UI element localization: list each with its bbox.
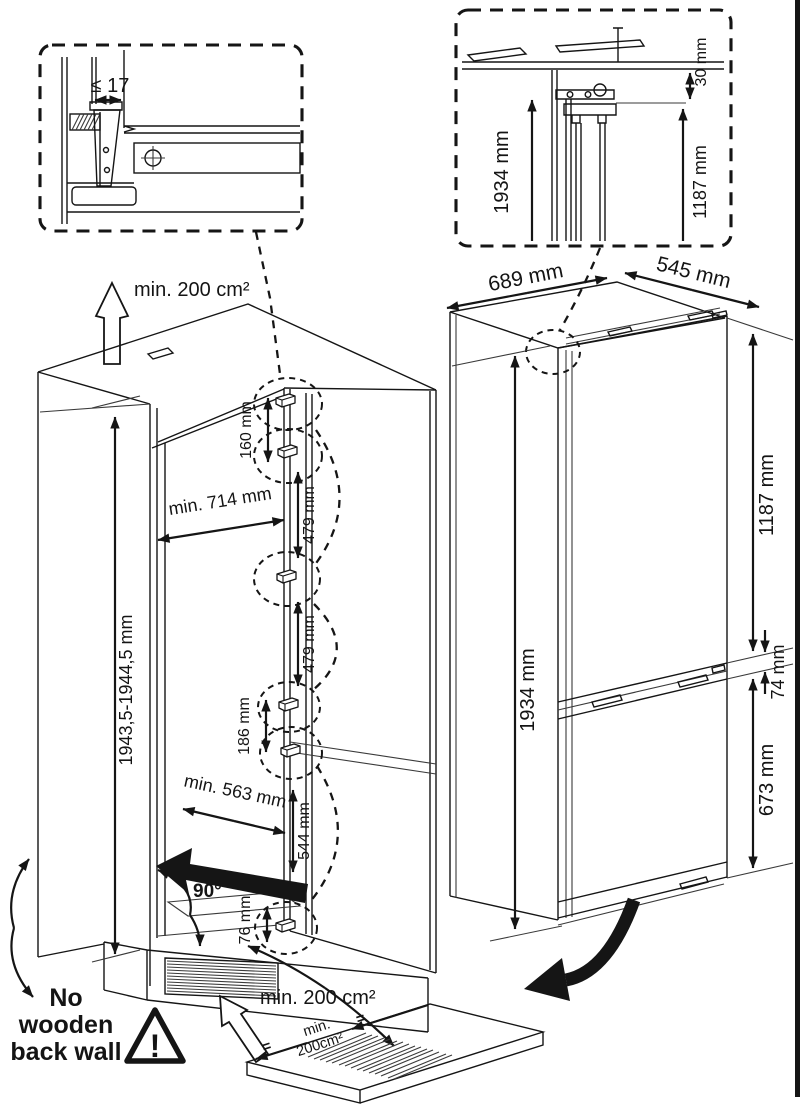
vent-bottom: min. 200 cm² xyxy=(218,944,395,1064)
dim-appliance-width: 689 mm xyxy=(446,259,608,311)
warning-exclamation: ! xyxy=(150,1028,161,1064)
niche-drawing: 1943,5-1944,5 mm min. 714 mm 160 mm 479 … xyxy=(37,303,437,1033)
total-height-label: 1934 mm xyxy=(491,130,513,213)
upper-door-label: 1187 mm xyxy=(756,454,778,536)
floor-plate-grille xyxy=(307,1032,453,1080)
dim-plate-centering: = = xyxy=(255,1003,429,1061)
top-section-drawing xyxy=(462,27,724,241)
dim-niche-height: 1943,5-1944,5 mm xyxy=(91,395,141,963)
door-angle-label: 90° xyxy=(193,881,222,902)
hinge-brackets xyxy=(253,377,341,955)
leader-to-hinge xyxy=(254,231,282,375)
dim-lower-door: 673 mm xyxy=(748,678,778,869)
dim-appliance-height: 1934 mm xyxy=(510,355,539,930)
dim-total-height-detail: 1934 mm xyxy=(491,99,537,241)
niche-height-label: 1943,5-1944,5 mm xyxy=(116,614,136,765)
vent-plinth-label: min. 200 cm² xyxy=(260,987,376,1009)
dim-hinge-spacing-5: 544 mm xyxy=(288,789,313,873)
dim-hinge-spacing-3: 479 mm xyxy=(293,601,318,687)
dim-niche-width: min. 714 mm xyxy=(157,483,285,543)
dim-top-clearance: 30 mm xyxy=(685,38,710,100)
hinge-spacing-4-label: 186 mm xyxy=(236,697,253,755)
dim-door-clearance: min. 563 mm xyxy=(182,771,288,835)
detail-box-top-section: 30 mm 1934 mm 1187 mm xyxy=(454,8,733,331)
niche-width-label: min. 714 mm xyxy=(167,483,273,519)
appliance-depth-label: 545 mm xyxy=(654,252,733,293)
door-swing-arrow-icon xyxy=(156,848,308,903)
appliance-drawing: 689 mm 545 mm 1934 mm 1187 mm 74 mm 673 … xyxy=(446,252,794,1001)
detail-box-side-section: ≤ 17 xyxy=(38,43,304,375)
plinth-vent-grille xyxy=(164,957,279,1000)
side-clearance-label: ≤ 17 xyxy=(91,75,130,97)
dim-appliance-depth: 545 mm xyxy=(624,252,760,309)
upper-height-label: 1187 mm xyxy=(690,145,710,219)
hinge-spacing-2-label: 479 mm xyxy=(301,486,318,544)
top-clearance-label: 30 mm xyxy=(693,38,710,87)
rail-gap-label: 74 mm xyxy=(768,644,788,699)
dim-upper-height-detail: 1187 mm xyxy=(678,108,710,241)
warning-line-2: wooden xyxy=(18,1011,113,1039)
warning-line-1: No xyxy=(49,984,82,1012)
dim-side-clearance: ≤ 17 xyxy=(91,75,130,105)
dim-hinge-spacing-6: 76 mm xyxy=(237,896,272,945)
warning-triangle-icon xyxy=(124,1007,186,1064)
dim-upper-door: 1187 mm xyxy=(748,333,778,652)
dim-hinge-spacing-2: 479 mm xyxy=(293,471,318,559)
warning-note: No wooden back wall ! xyxy=(10,858,186,1066)
hinge-spacing-5-label: 544 mm xyxy=(296,802,313,860)
appliance-height-label: 1934 mm xyxy=(517,648,539,731)
hinge-spacing-1-label: 160 mm xyxy=(238,401,255,459)
page-edge-strip xyxy=(795,0,800,1097)
floor-plate-drawing: = = min. 200cm² xyxy=(244,1003,546,1104)
door-clearance-label: min. 563 mm xyxy=(182,771,288,812)
hinge-spacing-6-label: 76 mm xyxy=(237,896,254,945)
hinge-spacing-3-label: 479 mm xyxy=(301,615,318,673)
leader-to-fridge-top xyxy=(559,247,602,331)
appliance-width-label: 689 mm xyxy=(486,259,565,296)
vent-top: min. 200 cm² xyxy=(94,279,250,365)
warning-line-3: back wall xyxy=(10,1038,121,1066)
airflow-up-arrow-icon xyxy=(94,280,130,365)
vent-top-label: min. 200 cm² xyxy=(134,279,250,301)
dim-hinge-spacing-4: 186 mm xyxy=(236,697,271,755)
dim-rail-gap: 74 mm xyxy=(760,630,788,700)
dim-hinge-spacing-1: 160 mm xyxy=(238,397,273,463)
door-opening-angle: 90° xyxy=(156,848,308,947)
lower-door-label: 673 mm xyxy=(756,744,778,816)
rotate-arrow-icon xyxy=(524,897,641,1001)
